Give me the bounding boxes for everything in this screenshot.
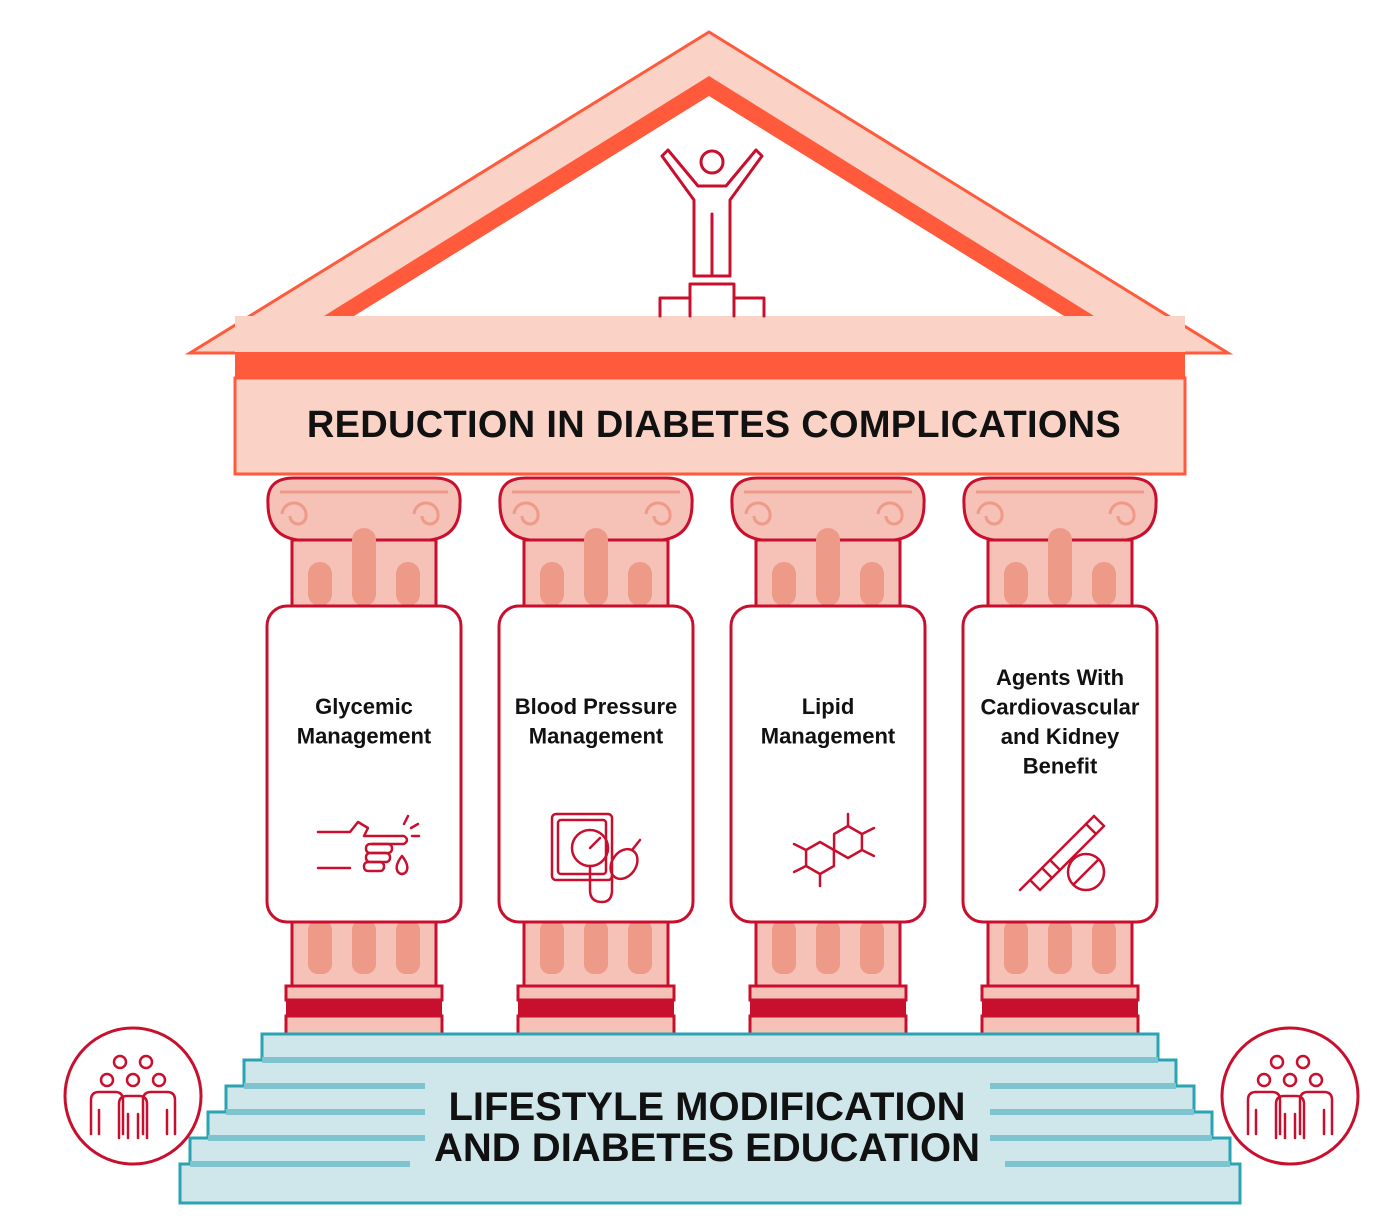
roof-title-box [233, 376, 1187, 476]
pillar-flute [396, 920, 420, 974]
people-group-icon [1220, 1026, 1360, 1166]
roof-title: REDUCTION IN DIABETES COMPLICATIONS [307, 404, 1121, 446]
pillar-flute [540, 562, 564, 606]
pillar-flute [816, 920, 840, 974]
pillar-base-bottom [748, 1014, 908, 1036]
pillar-flute [308, 920, 332, 974]
pillar-flute [1048, 920, 1072, 974]
pillar-flute [540, 920, 564, 974]
pillar-label-line: Benefit [1023, 754, 1098, 779]
pillar-base-top [516, 984, 676, 1002]
pillar-label-line: Agents With [996, 665, 1124, 690]
pillar-label-line: Cardiovascular [981, 695, 1140, 720]
pillar-base-band [286, 1000, 442, 1016]
pillar-base-bottom [980, 1014, 1140, 1036]
pillar-base-top [284, 984, 444, 1002]
pillar-flute [772, 562, 796, 606]
capital-scroll [644, 501, 672, 526]
pillar-label-line: Management [297, 724, 432, 749]
molecule-structure-icon [792, 812, 876, 888]
capital-scroll [1108, 501, 1136, 526]
pillar-label-line: Management [761, 724, 896, 749]
pillar-base-top [980, 984, 1140, 1002]
pillar-flute [1048, 528, 1072, 606]
pillar-base-bottom [284, 1014, 444, 1036]
pillar-base-band [750, 1000, 906, 1016]
pillar-base-band [982, 1000, 1138, 1016]
roof-strip [235, 316, 1185, 352]
pillar-label-line: and Kidney [1001, 724, 1120, 749]
pillar-flute [352, 920, 376, 974]
pillar-flute [584, 920, 608, 974]
base-title-line-1: LIFESTYLE MODIFICATION [448, 1085, 965, 1129]
capital-scroll [976, 501, 1004, 526]
pillar-flute [1004, 920, 1028, 974]
capital-scroll [744, 501, 772, 526]
capital-scroll [512, 501, 540, 526]
pillar-flute [628, 920, 652, 974]
pillar-label-line: Blood Pressure [515, 694, 678, 719]
pillar-flute [352, 528, 376, 606]
pillar-label-line: Management [529, 724, 664, 749]
pillar-flute [628, 562, 652, 606]
person-celebrating-on-podium-icon [658, 148, 766, 318]
people-group-icon [63, 1026, 203, 1166]
finger-prick-blood-drop-icon [316, 814, 421, 876]
pillar-card [729, 604, 927, 924]
step-lines [190, 1057, 1230, 1167]
pillar-flute [860, 562, 884, 606]
pillar-flute [1004, 562, 1028, 606]
pillar-flute [1092, 562, 1116, 606]
capital-scroll [412, 501, 440, 526]
roof-inner-triangle [354, 96, 1064, 316]
pillar-flute [860, 920, 884, 974]
base-steps: LIFESTYLE MODIFICATION AND DIABETES EDUC… [178, 1032, 1242, 1205]
pillar-flute [396, 562, 420, 606]
roof: REDUCTION IN DIABETES COMPLICATIONS [184, 30, 1234, 476]
capital-scroll [876, 501, 904, 526]
capital-scroll [280, 501, 308, 526]
pillar-flute [584, 528, 608, 606]
pillar-card [265, 604, 463, 924]
pillar-base-top [748, 984, 908, 1002]
base-title-line-2: AND DIABETES EDUCATION [434, 1126, 980, 1170]
blood-pressure-gauge-icon [550, 812, 642, 904]
pillar-card [961, 604, 1159, 924]
pillar-flute [1092, 920, 1116, 974]
pillar-base-band [518, 1000, 674, 1016]
insulin-pen-pill-icon [1018, 814, 1106, 892]
pillar-base-bottom [516, 1014, 676, 1036]
pillar-card [497, 604, 695, 924]
pillar-flute [308, 562, 332, 606]
pillar-flute [816, 528, 840, 606]
pillar-flute [772, 920, 796, 974]
pillar-label-line: Glycemic [315, 694, 413, 719]
roof-red-band [235, 352, 1185, 378]
pillar-label-line: Lipid [802, 694, 855, 719]
